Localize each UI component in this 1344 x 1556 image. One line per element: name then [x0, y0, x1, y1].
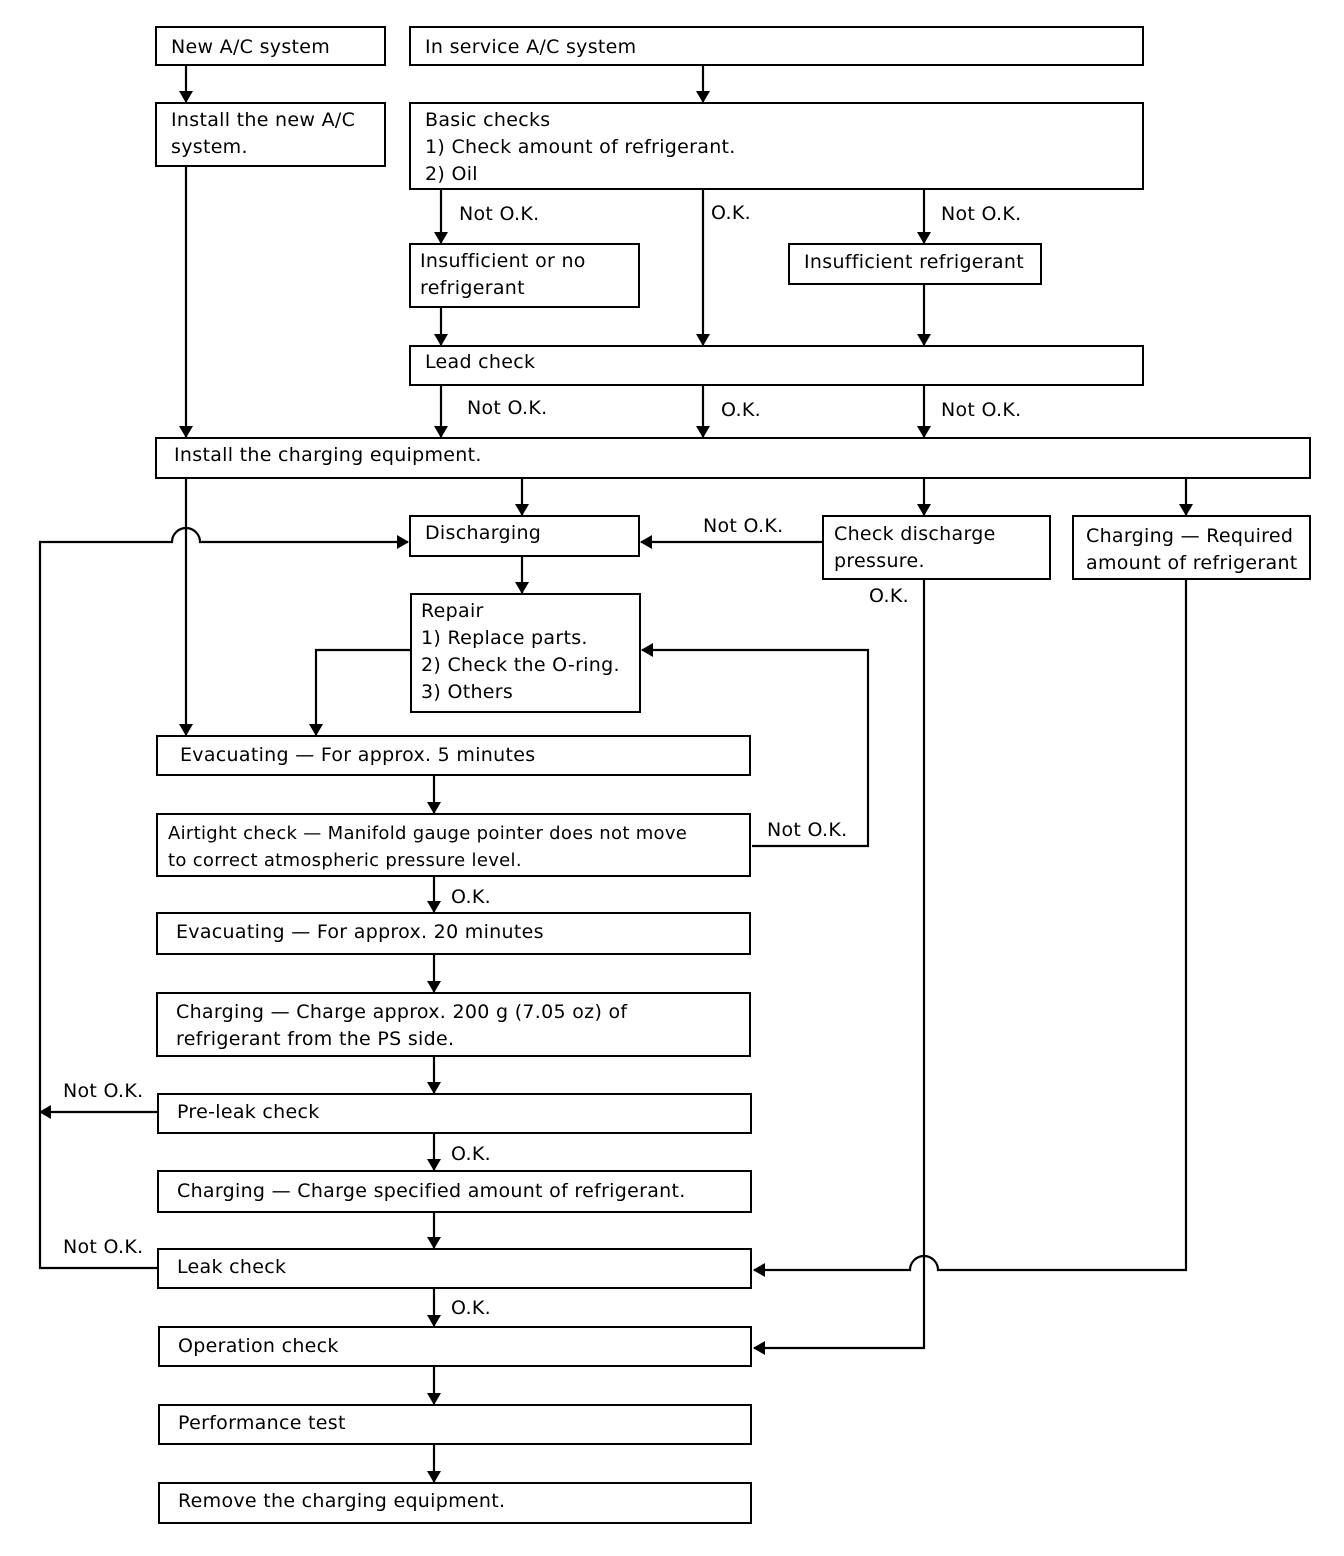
basic-ok-label: O.K. — [711, 202, 751, 224]
arrow-charging-required-to-leak — [753, 580, 1188, 1277]
leak-check-box: Leak check — [157, 1248, 752, 1289]
box-text: pressure. — [834, 550, 925, 572]
box-text: Charging — Charge approx. 200 g (7.05 oz… — [176, 1001, 628, 1023]
box-text: refrigerant — [420, 277, 525, 299]
box-text: 1) Replace parts. — [421, 627, 588, 649]
arrow-leak-not-ok-to-discharging — [38, 526, 409, 1270]
airtight-not-ok-label: Not O.K. — [767, 819, 848, 841]
check-discharge-pressure-box: Check discharge pressure. — [822, 515, 1051, 580]
preleak-not-ok-label: Not O.K. — [63, 1080, 144, 1102]
box-text: 2) Check the O-ring. — [421, 654, 620, 676]
charging-200g-box: Charging — Charge approx. 200 g (7.05 oz… — [156, 992, 751, 1057]
box-text: Install the new A/C — [171, 109, 356, 131]
box-text: Remove the charging equipment. — [178, 1490, 506, 1512]
box-text: 1) Check amount of refrigerant. — [425, 136, 736, 158]
insufficient-or-no-refrigerant-box: Insufficient or no refrigerant — [409, 243, 640, 308]
box-text: Repair — [421, 600, 484, 622]
box-text: Discharging — [425, 522, 542, 544]
preleak-ok-label: O.K. — [451, 1143, 491, 1165]
box-text: Operation check — [178, 1335, 339, 1357]
basic-not-ok-left-label: Not O.K. — [459, 203, 540, 225]
leak-not-ok-label: Not O.K. — [63, 1236, 144, 1258]
pre-leak-check-box: Pre-leak check — [157, 1093, 752, 1134]
box-text: Charging — Charge specified amount of re… — [177, 1180, 686, 1202]
lead-not-ok-right-label: Not O.K. — [941, 399, 1022, 421]
box-text: Airtight check — Manifold gauge pointer … — [168, 823, 688, 844]
repair-box: Repair 1) Replace parts. 2) Check the O-… — [410, 593, 641, 713]
basic-not-ok-right-label: Not O.K. — [941, 203, 1022, 225]
evacuating-20min-box: Evacuating — For approx. 20 minutes — [156, 912, 751, 955]
box-text: to correct atmospheric pressure level. — [168, 850, 522, 871]
box-text: Lead check — [425, 351, 536, 373]
in-service-ac-system-box: In service A/C system — [409, 26, 1144, 66]
box-text: Leak check — [177, 1256, 287, 1278]
install-new-ac-system-box: Install the new A/C system. — [155, 102, 386, 167]
discharge-not-ok-label: Not O.K. — [703, 515, 784, 537]
box-text: New A/C system — [171, 36, 331, 58]
box-text: Install the charging equipment. — [174, 444, 482, 466]
box-text: Check discharge — [834, 523, 996, 545]
operation-check-box: Operation check — [158, 1326, 752, 1367]
arrow-airtight-not-ok-to-repair — [641, 643, 870, 848]
charging-specified-amount-box: Charging — Charge specified amount of re… — [157, 1170, 752, 1213]
box-text: Basic checks — [425, 109, 551, 131]
arrow-check-discharge-ok-to-operation — [753, 580, 926, 1355]
leak-ok-label: O.K. — [451, 1297, 491, 1319]
box-text: 3) Others — [421, 681, 514, 703]
insufficient-refrigerant-box: Insufficient refrigerant — [788, 243, 1042, 285]
new-ac-system-box: New A/C system — [155, 26, 386, 66]
charging-required-amount-box: Charging — Required amount of refrigeran… — [1072, 515, 1311, 580]
box-text: system. — [171, 136, 248, 158]
box-text: Charging — Required — [1086, 525, 1294, 547]
arrow-repair-to-evac5 — [309, 648, 410, 736]
evacuating-5min-box: Evacuating — For approx. 5 minutes — [156, 735, 751, 776]
lead-not-ok-left-label: Not O.K. — [467, 397, 548, 419]
install-charging-equipment-box: Install the charging equipment. — [155, 437, 1311, 479]
basic-checks-box: Basic checks 1) Check amount of refriger… — [409, 102, 1144, 190]
box-text: Evacuating — For approx. 5 minutes — [180, 744, 536, 766]
box-text: Pre-leak check — [177, 1101, 320, 1123]
box-text: Performance test — [178, 1412, 346, 1434]
remove-charging-equipment-box: Remove the charging equipment. — [158, 1482, 752, 1524]
box-text: In service A/C system — [425, 36, 637, 58]
airtight-check-box: Airtight check — Manifold gauge pointer … — [156, 813, 751, 877]
lead-check-box: Lead check — [409, 345, 1144, 386]
airtight-ok-label: O.K. — [451, 886, 491, 908]
box-text: Insufficient refrigerant — [804, 251, 1024, 273]
box-text: refrigerant from the PS side. — [176, 1028, 455, 1050]
box-text: Evacuating — For approx. 20 minutes — [176, 921, 544, 943]
box-text: Insufficient or no — [420, 250, 586, 272]
box-text: amount of refrigerant — [1086, 552, 1298, 574]
discharge-ok-label: O.K. — [869, 585, 909, 607]
performance-test-box: Performance test — [158, 1404, 752, 1445]
lead-ok-label: O.K. — [721, 399, 761, 421]
discharging-box: Discharging — [409, 515, 640, 557]
box-text: 2) Oil — [425, 163, 478, 185]
